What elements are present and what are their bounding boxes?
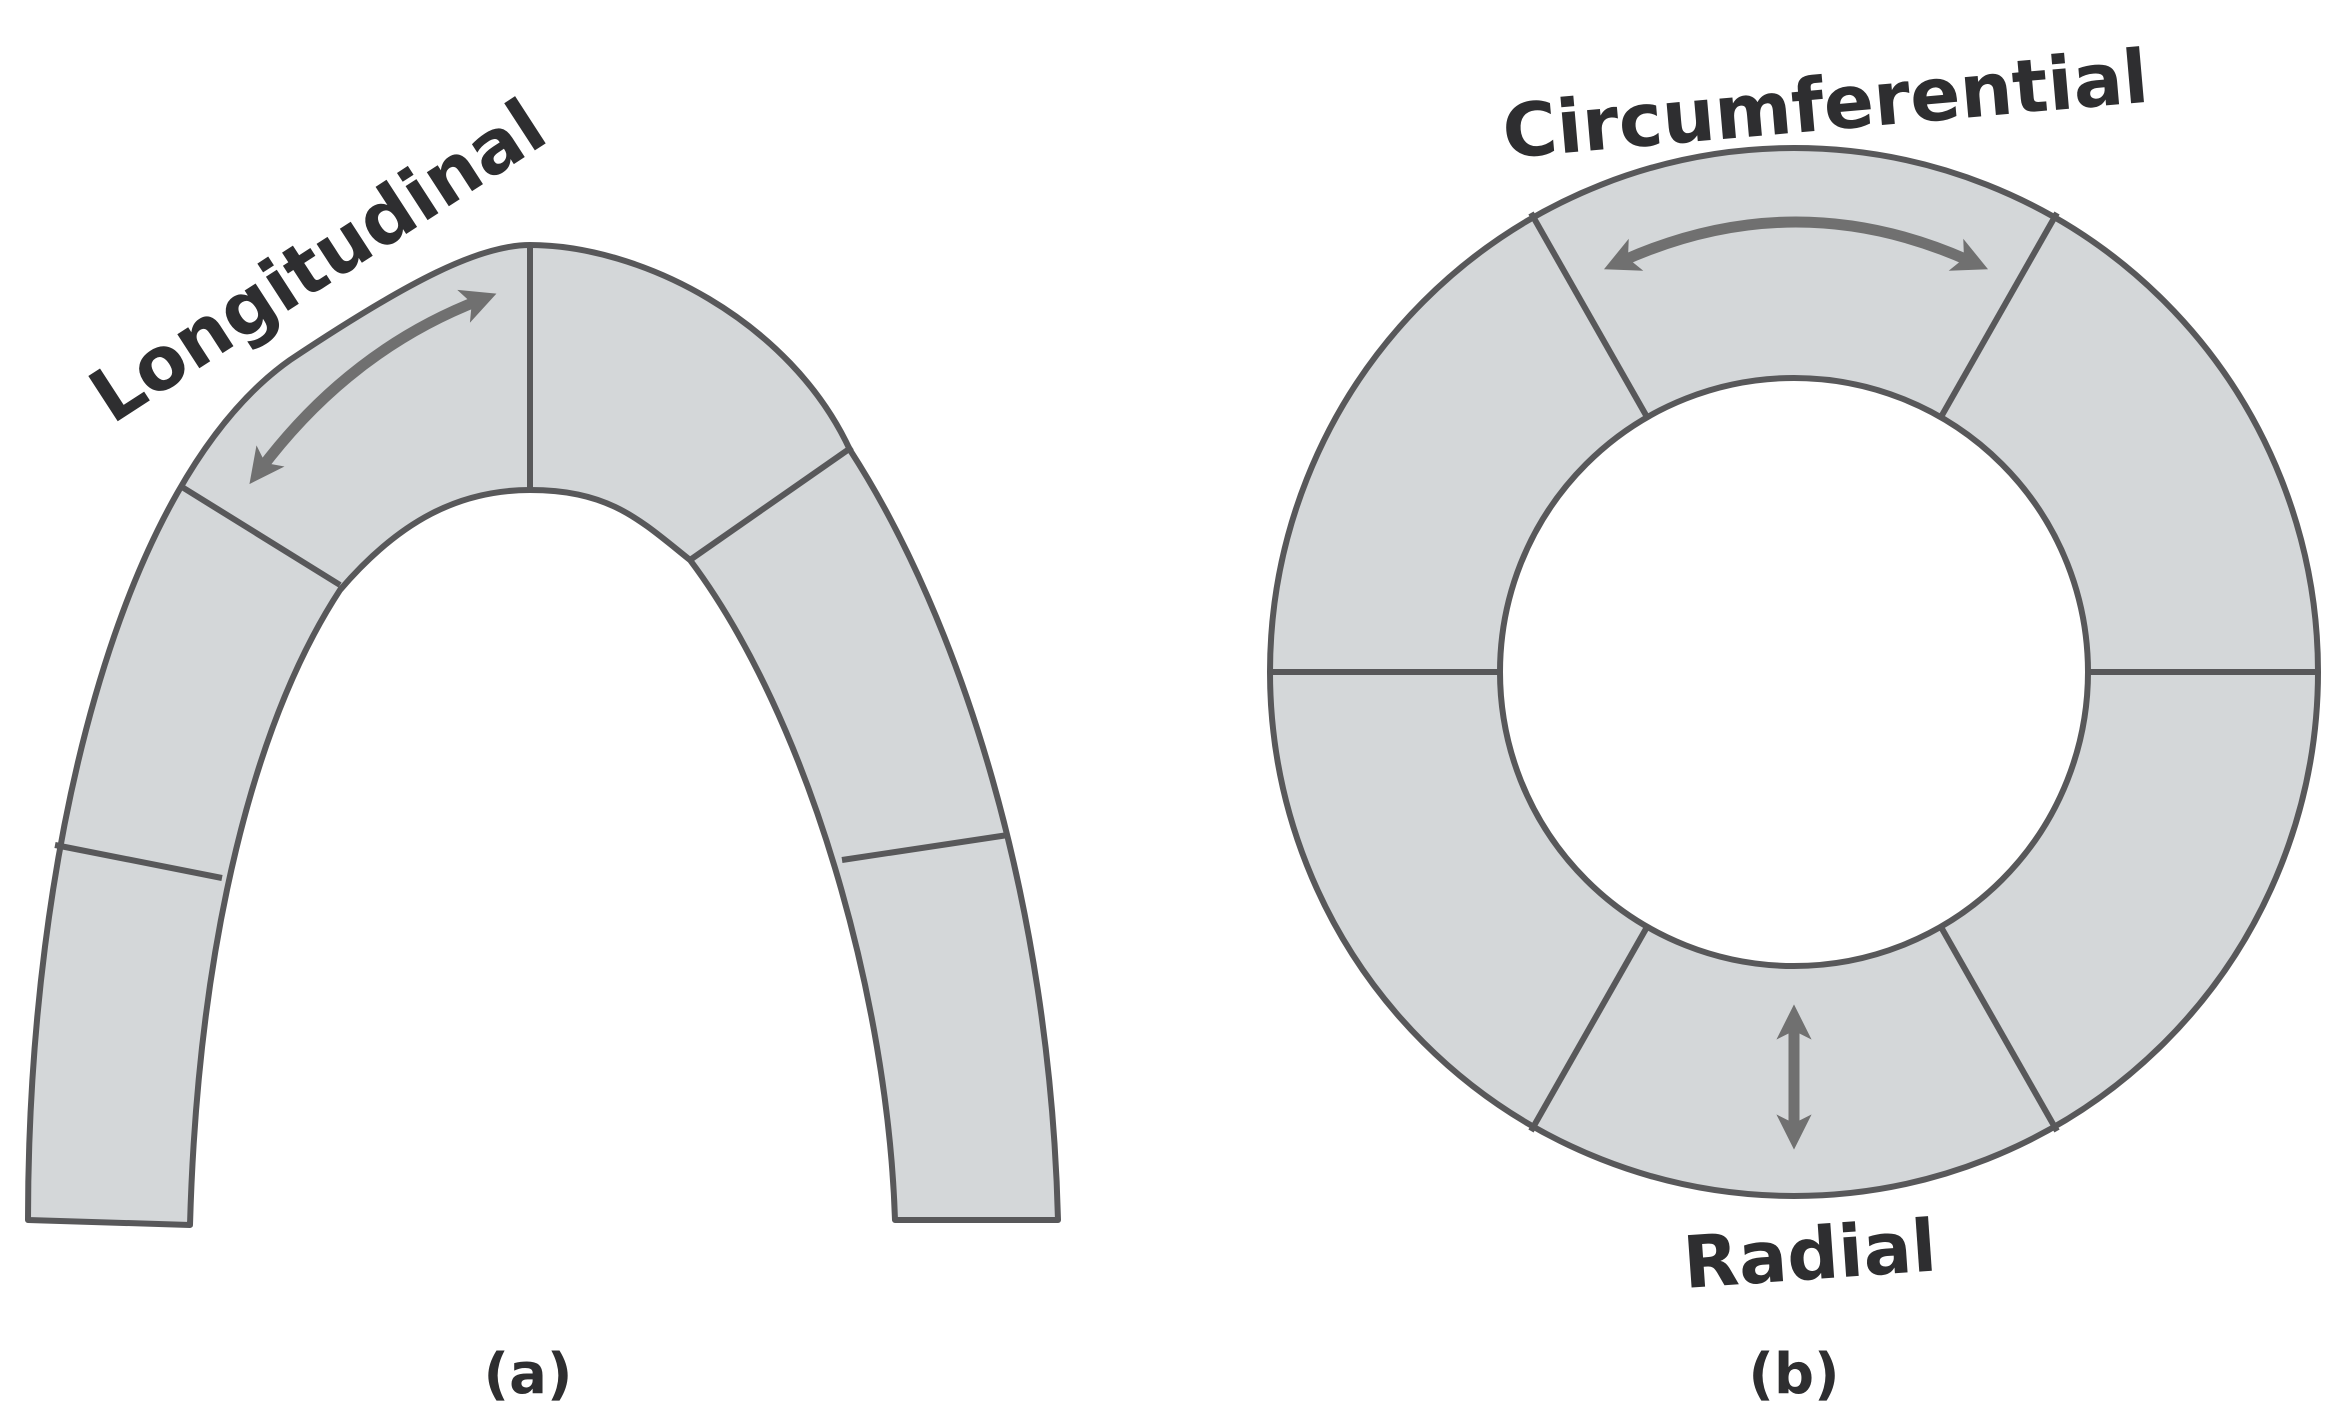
arch-divider-lower-right <box>841 832 1009 863</box>
ring-divider-top-left <box>1528 211 1650 419</box>
ring-divider-bottom-left <box>1528 925 1650 1133</box>
longitudinal-arrow <box>249 289 497 485</box>
radial-label: Radial <box>1680 1203 1939 1304</box>
arch-divider-upper-left <box>180 484 342 588</box>
panel-b-caption: (b) <box>1748 1342 1839 1407</box>
panel-a-caption: (a) <box>484 1342 573 1407</box>
arch-divider-upper-right <box>688 444 854 563</box>
ring-divider-bottom-right <box>1938 925 2060 1133</box>
circumferential-arrow <box>1603 216 1989 271</box>
arch-divider-lower-left <box>54 842 223 881</box>
ring-divider-top-right <box>1938 211 2060 419</box>
longitudinal-arch-panel: Longitudinal (a) <box>25 83 1061 1407</box>
circumferential-ring-panel: Circumferential Radial (b) <box>1267 34 2321 1407</box>
